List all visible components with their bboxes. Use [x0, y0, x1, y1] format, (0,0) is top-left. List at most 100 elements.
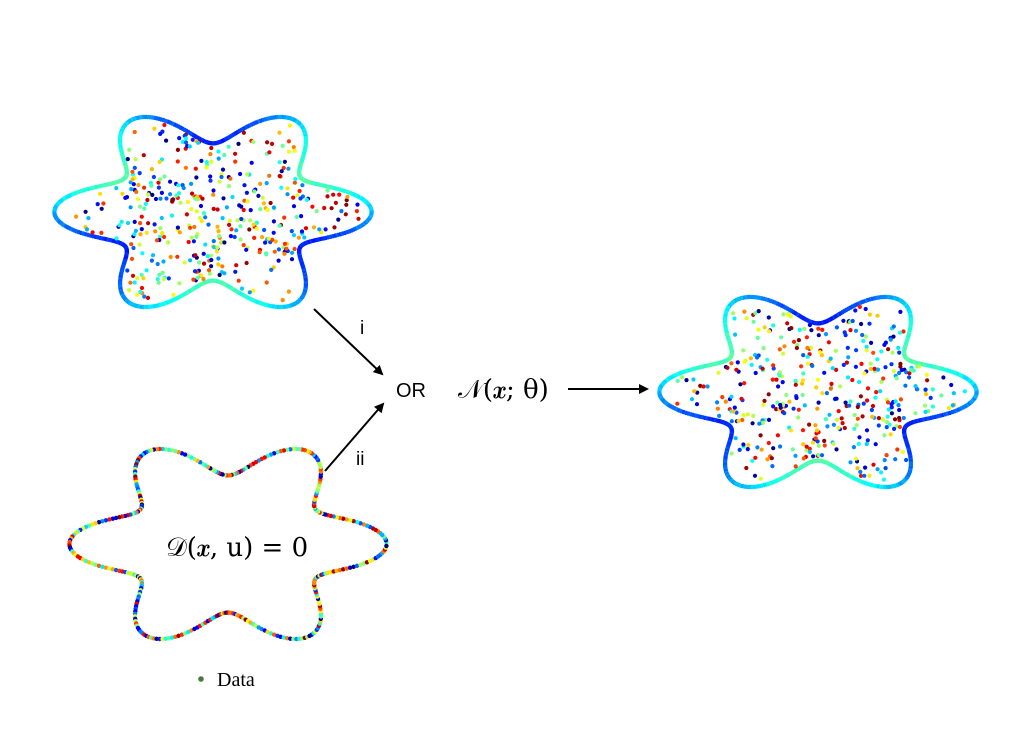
interior-point	[715, 406, 721, 411]
interior-point	[896, 403, 901, 408]
interior-point	[770, 377, 775, 382]
interior-point	[211, 192, 216, 197]
interior-point	[804, 444, 809, 449]
interior-point	[208, 174, 213, 179]
interior-point	[886, 347, 891, 352]
interior-point	[733, 332, 738, 337]
interior-point	[904, 370, 909, 375]
interior-point	[138, 232, 143, 237]
interior-point	[691, 377, 696, 382]
interior-point	[828, 386, 833, 391]
interior-point	[125, 157, 130, 162]
interior-point	[723, 399, 728, 404]
interior-point	[234, 228, 239, 233]
interior-point	[150, 253, 156, 258]
interior-point	[329, 206, 334, 211]
interior-point	[233, 151, 238, 156]
interior-point	[158, 177, 163, 182]
interior-point	[142, 294, 147, 299]
interior-point	[740, 417, 745, 423]
interior-point	[856, 441, 861, 446]
interior-point	[226, 184, 232, 189]
interior-point	[901, 329, 906, 334]
interior-point	[875, 313, 880, 318]
interior-point	[158, 226, 163, 231]
interior-point	[847, 403, 852, 408]
interior-point	[800, 378, 806, 383]
interior-point	[794, 395, 799, 401]
interior-point	[142, 206, 147, 211]
interior-point	[130, 169, 135, 174]
interior-point	[924, 372, 929, 377]
interior-point	[158, 196, 163, 201]
interior-point	[293, 176, 298, 182]
interior-point	[766, 329, 772, 334]
interior-point	[838, 384, 843, 389]
interior-point	[855, 416, 860, 421]
interior-point	[858, 469, 863, 474]
interior-point	[848, 328, 853, 333]
interior-point	[873, 395, 878, 400]
interior-point	[161, 276, 166, 282]
interior-point	[853, 308, 858, 313]
interior-point	[892, 417, 898, 422]
interior-point	[175, 147, 180, 152]
interior-point	[125, 220, 131, 226]
interior-point	[155, 277, 160, 282]
interior-point	[800, 381, 805, 386]
interior-point	[865, 438, 870, 443]
interior-point	[226, 144, 231, 149]
interior-point	[207, 271, 212, 276]
interior-point	[827, 412, 832, 417]
interior-point	[220, 167, 226, 172]
interior-point	[188, 225, 193, 230]
interior-point	[731, 311, 736, 316]
interior-point	[729, 451, 734, 456]
interior-point	[800, 428, 806, 433]
interior-point	[277, 173, 282, 179]
interior-point	[208, 152, 213, 157]
interior-point	[862, 371, 867, 376]
interior-point	[290, 250, 295, 255]
interior-point	[869, 340, 874, 345]
interior-point	[836, 409, 841, 414]
interior-point	[896, 345, 901, 350]
interior-point	[762, 398, 767, 403]
interior-point	[199, 158, 204, 163]
interior-point	[785, 321, 790, 326]
interior-point	[200, 196, 205, 201]
interior-point	[192, 224, 197, 230]
interior-point	[744, 465, 749, 471]
interior-point	[254, 220, 259, 225]
interior-point	[201, 251, 206, 256]
interior-point	[904, 457, 909, 463]
interior-point	[162, 122, 167, 128]
interior-point	[285, 192, 290, 197]
interior-point	[157, 272, 162, 277]
boundary-point	[103, 518, 109, 523]
interior-point	[771, 446, 776, 451]
interior-point	[176, 183, 181, 188]
interior-point	[228, 234, 233, 239]
interior-point	[149, 183, 154, 188]
interior-point	[336, 217, 341, 222]
interior-point	[809, 345, 814, 350]
arrow-i-label: i	[360, 318, 364, 339]
interior-point	[302, 235, 307, 240]
interior-point	[805, 354, 810, 359]
interior-point	[216, 149, 221, 154]
boundary-point	[358, 562, 363, 567]
interior-point	[897, 415, 902, 421]
interior-point	[684, 378, 689, 383]
interior-point	[344, 198, 349, 203]
interior-point	[276, 258, 281, 263]
interior-point	[132, 219, 137, 224]
interior-point	[815, 406, 820, 411]
interior-point	[166, 276, 171, 281]
interior-point	[736, 418, 741, 424]
interior-point	[332, 225, 337, 230]
interior-point	[819, 453, 825, 458]
interior-point	[182, 260, 187, 265]
interior-point	[862, 473, 867, 478]
